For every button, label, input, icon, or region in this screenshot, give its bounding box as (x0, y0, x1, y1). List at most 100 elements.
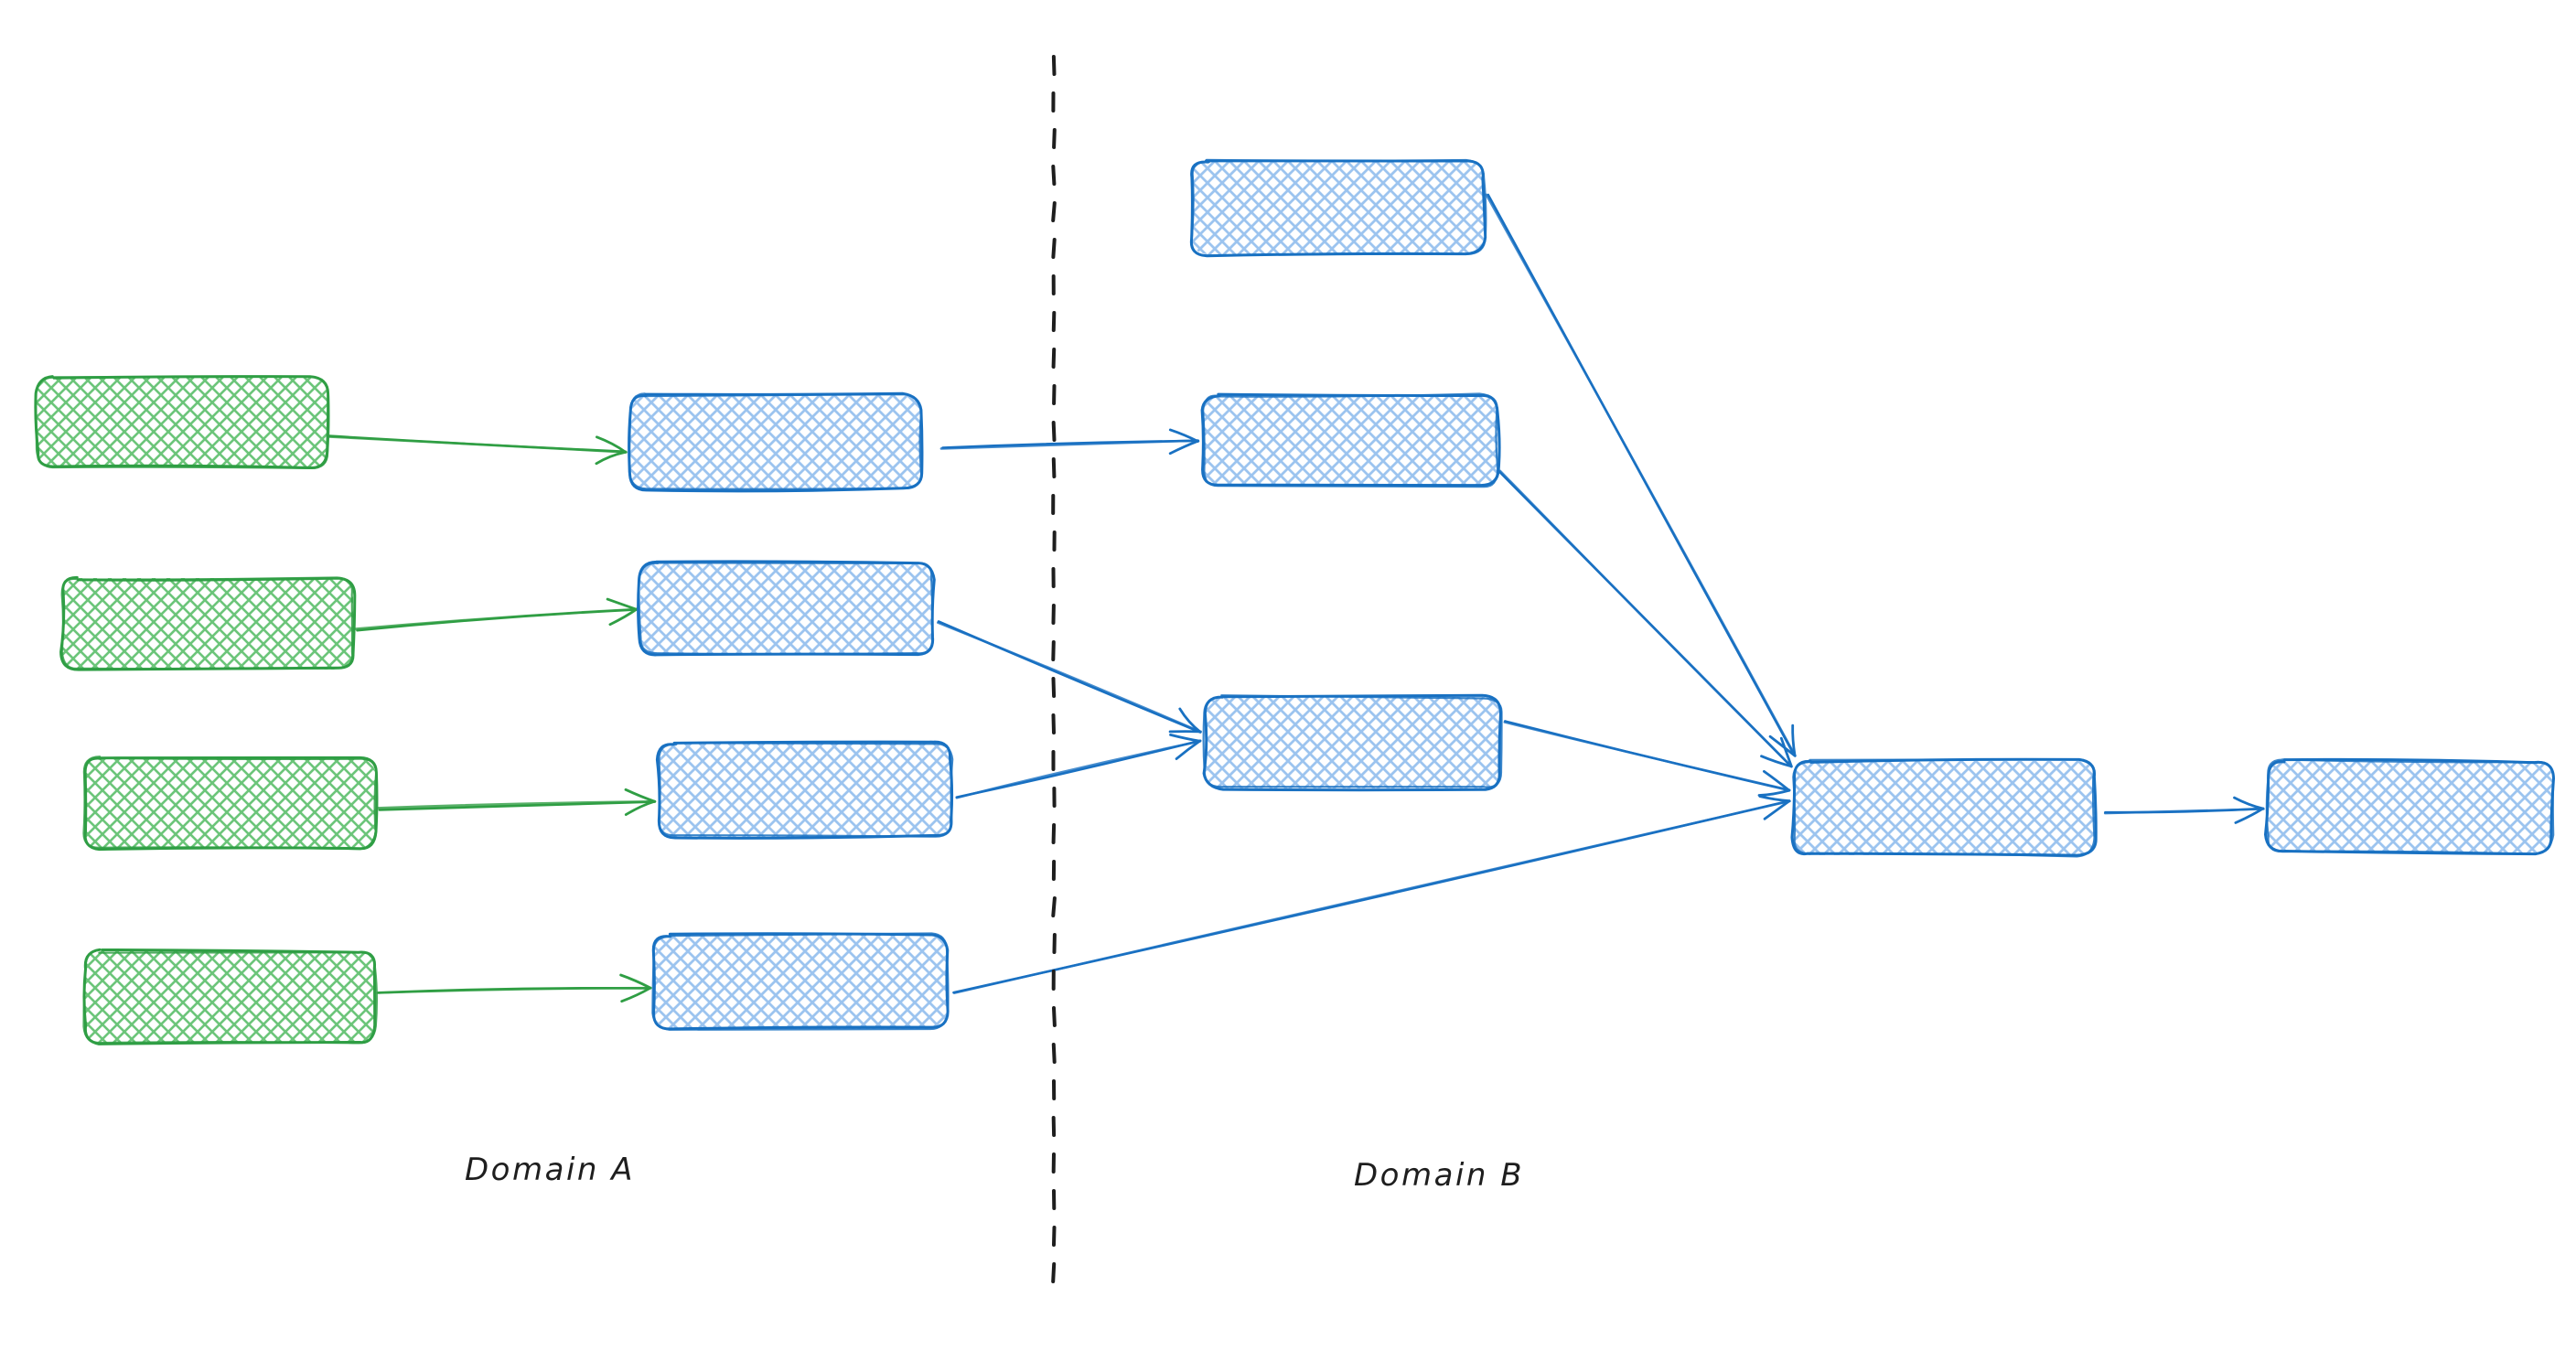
node-outline (1202, 694, 1503, 788)
divider-dash (1051, 640, 1056, 661)
edge-shaft (955, 740, 1201, 799)
node-fill (2267, 761, 2552, 852)
edge-shaft (1485, 193, 1797, 757)
edge-b4-d1[interactable] (952, 795, 1791, 994)
node-box-a2[interactable] (59, 575, 357, 671)
node-outline (34, 375, 330, 470)
node-fill (1793, 761, 2095, 855)
edge-a2-b2[interactable] (354, 597, 639, 632)
edge-c2-d1[interactable] (1497, 469, 1793, 768)
edge-shaft (376, 800, 657, 809)
node-outline (651, 932, 950, 1031)
node-box-b4[interactable] (651, 932, 950, 1031)
arrowhead-barb (624, 788, 657, 803)
arrowhead-barb (1760, 755, 1793, 768)
divider-dash (1051, 713, 1056, 734)
node-outline (82, 949, 379, 1045)
divider-dash (1051, 348, 1057, 369)
arrowhead-barb (1757, 788, 1791, 797)
arrowhead-barb (619, 973, 652, 990)
node-fill (84, 757, 375, 849)
arrowhead-barb (1779, 736, 1793, 768)
edge-shaft (952, 799, 1791, 994)
node-outline (1792, 758, 2096, 858)
edge-b3-c3[interactable] (955, 734, 1202, 799)
node-box-d1[interactable] (1790, 757, 2098, 858)
node-fill (62, 578, 353, 670)
edge-b1-c2[interactable] (939, 428, 1200, 456)
arrowhead-barb (1763, 770, 1791, 792)
divider-dash (1051, 1262, 1057, 1283)
divider-dash (1052, 1006, 1057, 1027)
node-box-e1[interactable] (2264, 757, 2555, 856)
node-box-b1[interactable] (628, 391, 924, 493)
node-box-b3[interactable] (655, 740, 954, 840)
edge-a4-b4[interactable] (376, 973, 652, 1003)
arrowhead-barb (1175, 739, 1201, 760)
node-box-a4[interactable] (82, 948, 379, 1045)
node-outline (638, 562, 934, 656)
node-outline (60, 576, 354, 670)
node-outline (1190, 158, 1487, 257)
node-outline (1200, 392, 1501, 488)
edge-shaft (937, 621, 1202, 734)
node-fill (640, 563, 933, 654)
arrowhead-barb (1168, 428, 1199, 443)
node-box-c1[interactable] (1189, 158, 1487, 258)
edge-shaft (1503, 721, 1791, 792)
edge-shaft (939, 439, 1199, 450)
divider-dash (1051, 677, 1057, 698)
edge-b2-c3[interactable] (937, 620, 1202, 734)
node-fill (1206, 697, 1500, 788)
node-fill (84, 951, 375, 1043)
node-box-c2[interactable] (1200, 392, 1501, 488)
divider-dash (1051, 238, 1057, 259)
edge-a1-b1[interactable] (327, 434, 628, 466)
arrowhead-barb (1168, 439, 1200, 456)
divider-dash (1051, 55, 1057, 76)
arrowhead-barb (1758, 795, 1791, 803)
arrowhead-barb (1178, 707, 1202, 734)
node-outline (628, 392, 923, 490)
arrowhead-barb (1791, 724, 1797, 756)
domain-label-a: Domain A (465, 1152, 635, 1188)
edge-c1-d1[interactable] (1485, 193, 1797, 757)
domain-label-b: Domain B (1354, 1157, 1525, 1194)
node-box-a1[interactable] (34, 375, 330, 470)
edge-shaft (1498, 469, 1792, 767)
edge-layer (327, 193, 2265, 1003)
node-box-a3[interactable] (82, 756, 379, 852)
node-box-c3[interactable] (1202, 693, 1503, 792)
divider-dash (1051, 457, 1057, 478)
node-box-b2[interactable] (637, 560, 936, 657)
node-outline (2265, 758, 2555, 855)
divider-dash (1051, 165, 1057, 186)
node-fill (654, 935, 947, 1029)
edge-shaft (327, 435, 628, 454)
divider-dash (1051, 896, 1057, 917)
node-fill (629, 395, 920, 489)
arrowhead-barb (1768, 734, 1797, 757)
edge-c3-d1[interactable] (1503, 720, 1791, 797)
divider-dash (1051, 421, 1057, 442)
node-fill (659, 743, 951, 837)
edge-shaft (2103, 808, 2265, 815)
arrowhead-barb (595, 450, 628, 466)
arrowhead-barb (2233, 796, 2264, 810)
arrowhead-barb (1169, 734, 1202, 743)
edge-shaft (376, 986, 652, 994)
node-outline (1202, 392, 1499, 488)
edge-a3-b3[interactable] (376, 788, 657, 816)
arrowhead-barb (596, 435, 628, 454)
node-fill (1191, 161, 1484, 254)
divider-dash (1051, 201, 1057, 222)
divider-dash (1052, 128, 1057, 149)
divider-dash (1051, 1043, 1057, 1064)
arrowhead-barb (624, 799, 656, 816)
node-fill (37, 378, 327, 467)
node-layer (34, 158, 2555, 1045)
edge-d1-e1[interactable] (2103, 796, 2265, 824)
divider-dash (1051, 311, 1057, 332)
